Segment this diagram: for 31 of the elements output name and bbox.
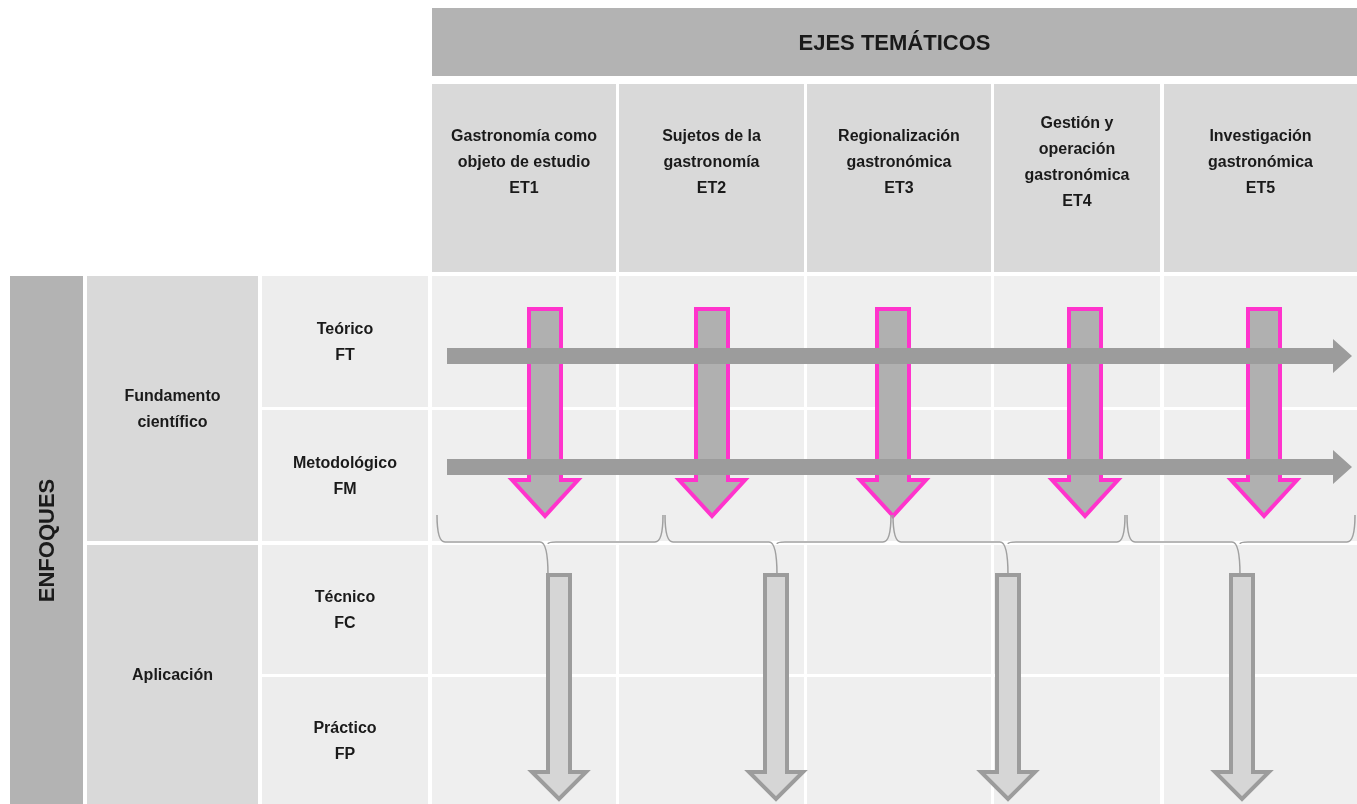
header-text: ENFOQUES <box>33 478 60 602</box>
side-header <box>10 276 83 804</box>
header-text: ET3 <box>884 178 914 198</box>
header-text: Aplicación <box>132 664 213 685</box>
header-text: Metodológico <box>293 452 397 473</box>
column-header <box>432 84 616 272</box>
header-text: ET1 <box>509 178 539 198</box>
header-text: FP <box>334 743 356 764</box>
header-text: Fundamento científico <box>123 385 222 432</box>
header-text: Práctico <box>313 717 377 738</box>
column-header <box>619 84 804 272</box>
header-text: Sujetos de la gastronomía <box>661 126 762 172</box>
header-text: Gestión y operación gastronómica <box>1023 113 1131 185</box>
header-text: ET5 <box>1245 178 1276 198</box>
header-text: ET2 <box>696 178 727 198</box>
header-text: Investigación gastronómica <box>1207 126 1314 172</box>
column-header <box>807 84 991 272</box>
header-text: FM <box>333 478 357 499</box>
header-bar <box>432 8 1357 76</box>
header-text: Regionalización gastronómica <box>837 126 961 172</box>
column-header <box>994 84 1160 272</box>
header-text: Teórico <box>316 318 374 339</box>
header-text: EJES TEMÁTICOS <box>798 28 991 57</box>
header-text: ET4 <box>1062 191 1092 211</box>
header-text: FT <box>335 344 355 365</box>
header-text: Gastronomía como objeto de estudio <box>450 126 598 172</box>
header-text: Técnico <box>314 586 376 607</box>
column-header <box>1164 84 1357 272</box>
header-text: FC <box>334 612 356 633</box>
group-header <box>87 545 258 804</box>
group-header <box>87 276 258 541</box>
